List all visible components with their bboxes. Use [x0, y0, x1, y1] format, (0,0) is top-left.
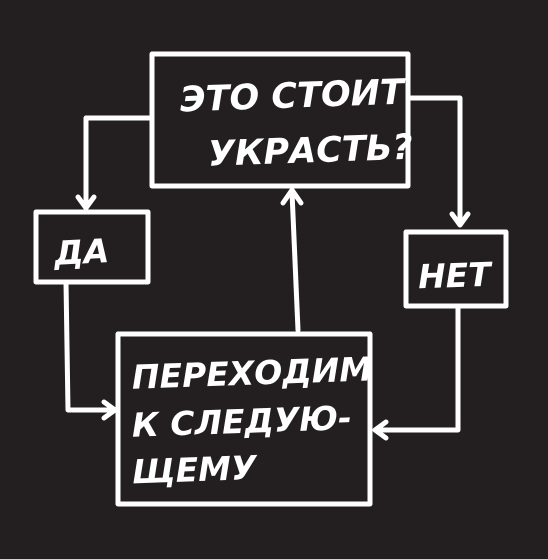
no-box: [403, 229, 509, 309]
question-line-1: ЭТО СТОИТ: [179, 73, 407, 121]
arrowhead-yes: [75, 194, 97, 211]
question-box: [149, 51, 411, 189]
next-box: [115, 331, 373, 507]
arrow-yes-to-next: [63, 279, 115, 413]
next-line-2: К СЛЕДУЮ-: [131, 398, 352, 445]
arrowhead-question: [280, 187, 304, 206]
next-line-3: ЩЕМУ: [131, 448, 258, 491]
no-label: НЕТ: [417, 255, 493, 297]
question-line-2: УКРАСТЬ?: [207, 128, 413, 175]
arrowhead-no: [449, 211, 471, 228]
arrow-question-to-no: [407, 95, 463, 225]
arrow-question-to-yes: [83, 115, 155, 208]
yes-box: [33, 209, 151, 285]
arrow-next-to-question: [289, 189, 301, 333]
arrow-no-to-next: [375, 303, 461, 433]
arrowhead-next-left: [101, 399, 118, 421]
yes-label: ДА: [52, 231, 110, 273]
arrowhead-next-right: [372, 419, 389, 441]
next-line-1: ПЕРЕХОДИМ: [131, 349, 373, 396]
